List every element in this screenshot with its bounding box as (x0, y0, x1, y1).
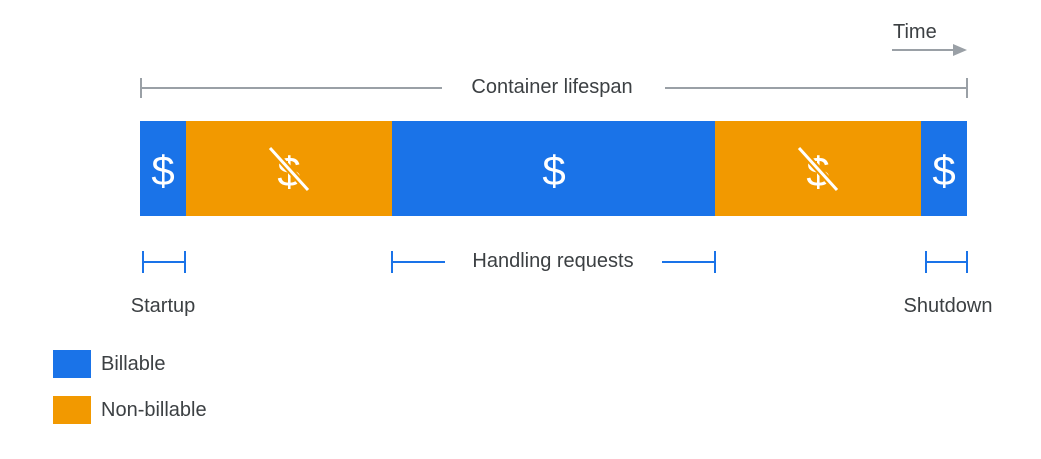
shutdown-bracket (925, 251, 968, 273)
lifespan-label: Container lifespan (471, 76, 633, 98)
svg-text:$: $ (542, 147, 565, 191)
dollar-crossed-icon: $ (267, 145, 311, 194)
startup-bracket (142, 251, 186, 273)
startup-label: Startup (130, 295, 196, 317)
svg-text:$: $ (151, 147, 174, 191)
svg-text:$: $ (932, 147, 955, 191)
segment-startup-billable: $ (140, 121, 186, 216)
legend-swatch-non-billable (53, 396, 91, 424)
shutdown-label: Shutdown (903, 295, 993, 317)
segment-idle-non-billable-1: $ (186, 121, 392, 216)
dollar-icon: $ (542, 147, 565, 191)
dollar-icon: $ (932, 147, 955, 191)
dollar-crossed-icon: $ (796, 145, 840, 194)
legend-swatch-billable (53, 350, 91, 378)
handling-bracket (391, 251, 716, 273)
lifespan-bracket (140, 78, 968, 98)
segment-idle-non-billable-2: $ (715, 121, 921, 216)
handling-label: Handling requests (472, 250, 634, 272)
time-label: Time (893, 21, 937, 43)
legend-label-non-billable: Non-billable (101, 399, 207, 421)
time-arrow-icon (892, 44, 967, 56)
legend-label-billable: Billable (101, 353, 166, 375)
dollar-icon: $ (151, 147, 174, 191)
segment-handling-billable: $ (392, 121, 715, 216)
segment-shutdown-billable: $ (921, 121, 967, 216)
